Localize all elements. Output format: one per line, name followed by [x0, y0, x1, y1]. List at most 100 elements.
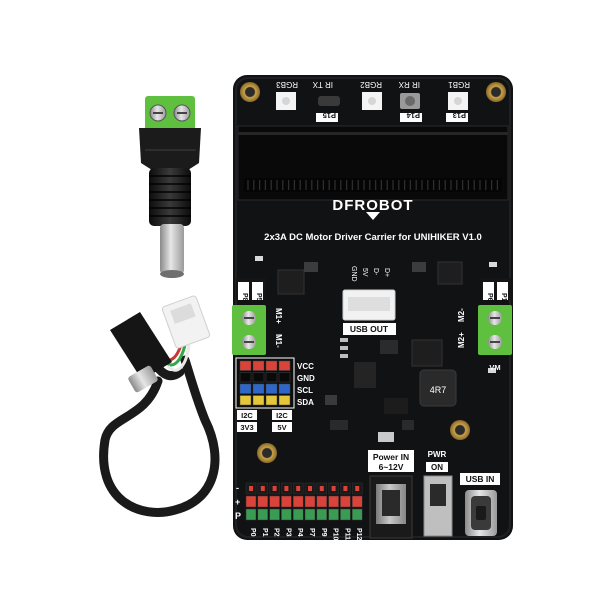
svg-text:+: +	[235, 497, 240, 507]
label-p8: P8	[241, 293, 248, 302]
mounting-hole	[486, 82, 506, 102]
label-m2-minus: M2-	[457, 308, 466, 322]
i2c-pin	[239, 372, 252, 383]
gpio-pin-top	[319, 486, 324, 491]
gpio-pin	[340, 508, 351, 521]
gpio-pin-label: P10	[332, 528, 339, 541]
svg-text:D+: D+	[383, 268, 390, 277]
barrel-sleeve	[160, 224, 184, 274]
svg-text:P: P	[235, 511, 241, 521]
label-vm: VM	[489, 363, 500, 372]
gpio-pin	[328, 508, 339, 521]
gpio-pin-top	[296, 486, 301, 491]
i2c-label-scl: SCL	[297, 386, 313, 395]
usb-c-plug	[110, 312, 172, 380]
gpio-pin	[292, 495, 304, 508]
i2c-pin	[265, 372, 278, 383]
usb-c-cable	[99, 295, 220, 517]
svg-text:GND: GND	[350, 266, 357, 282]
ir-transmitter	[318, 96, 340, 106]
gpio-pin-top	[260, 486, 265, 491]
usb-c-tip	[128, 365, 158, 393]
gpio-pin-top	[355, 486, 360, 491]
motor-driver-board: RGB3 IR TX RGB2 IR RX RGB1 P15 P14 P13	[232, 75, 513, 541]
label-ir-rx: IR RX	[398, 80, 420, 89]
pad-p14: P14	[406, 111, 420, 120]
i2c-pin	[278, 372, 291, 383]
gpio-pin	[340, 495, 351, 508]
i2c-header-block	[235, 357, 295, 409]
svg-text:-: -	[236, 483, 239, 493]
i2c-pin	[278, 360, 291, 371]
usb-out-pin-labels: GND 5V D- D+	[350, 266, 390, 282]
label-m1-plus: M1+	[274, 308, 283, 324]
gpio-pin	[351, 508, 363, 521]
gpio-pin-label: P0	[249, 528, 256, 537]
gpio-pin-top	[343, 486, 348, 491]
i2c-pin	[265, 395, 278, 406]
gpio-row-markers: - + P	[235, 483, 241, 521]
i2c-pin	[252, 395, 265, 406]
driver-ic	[277, 269, 305, 295]
i2c-pin	[252, 372, 265, 383]
gpio-pin-label: P9	[320, 528, 327, 537]
i2c-label-vcc: VCC	[297, 362, 314, 371]
gpio-pin-label: P2	[273, 528, 280, 537]
gpio-pin-top	[284, 486, 289, 491]
label-usb-in: USB IN	[466, 474, 495, 484]
terminal-m2	[478, 305, 512, 355]
gpio-pin-label: P12	[355, 528, 362, 541]
gpio-pin	[316, 495, 328, 508]
i2c-pin	[265, 360, 278, 371]
i2c-label-sda: SDA	[297, 398, 314, 407]
gpio-pin	[257, 495, 269, 508]
inductor	[419, 369, 457, 407]
i2c-right-voltage: 5V	[277, 423, 286, 432]
brand-logo: DFROBOT	[332, 197, 413, 214]
pad-p15: P15	[323, 111, 336, 120]
label-p5: P5	[255, 293, 262, 302]
gpio-pin	[351, 495, 363, 508]
label-p6: P6	[486, 293, 493, 302]
cable-loop	[99, 355, 220, 517]
gpio-pin	[269, 508, 280, 521]
edge-connector-contacts	[244, 178, 502, 192]
driver-ic	[437, 261, 463, 285]
svg-text:5V: 5V	[361, 268, 368, 277]
gpio-pin	[292, 508, 304, 521]
gpio-pin-label: P4	[296, 528, 303, 537]
label-power-voltage: 6~12V	[379, 462, 404, 472]
gpio-pin-top	[249, 486, 253, 491]
gpio-pin-top	[272, 486, 277, 491]
mounting-hole	[257, 443, 277, 463]
label-rgb2: RGB2	[360, 80, 382, 89]
terminal-m1	[232, 305, 266, 355]
gpio-pin-top	[331, 486, 336, 491]
gpio-pin	[245, 508, 257, 521]
i2c-left-voltage: 3V3	[240, 423, 253, 432]
label-rgb1: RGB1	[448, 80, 470, 89]
board-title: 2x3A DC Motor Driver Carrier for UNIHIKE…	[264, 232, 482, 243]
jst-connector	[161, 295, 211, 349]
adapter-grip	[149, 168, 191, 226]
label-m2-plus: M2+	[457, 332, 466, 348]
mounting-hole	[450, 420, 470, 440]
gpio-pin-top	[308, 486, 312, 491]
gpio-pin	[304, 495, 316, 508]
gpio-pin-label: P1	[261, 528, 268, 537]
i2c-pin	[252, 383, 265, 394]
gpio-pin-label: P3	[284, 528, 291, 537]
svg-text:D-: D-	[372, 268, 379, 276]
pad-p13: P13	[453, 111, 466, 120]
i2c-pin	[239, 360, 252, 371]
brand-triangle-icon	[366, 212, 380, 220]
i2c-pin	[278, 395, 291, 406]
gpio-pin	[257, 508, 269, 521]
gpio-pin	[245, 495, 257, 508]
i2c-left-title: I2C	[241, 411, 253, 420]
gpio-pin	[316, 508, 328, 521]
i2c-pin	[278, 383, 291, 394]
label-p16: P16	[500, 293, 507, 306]
